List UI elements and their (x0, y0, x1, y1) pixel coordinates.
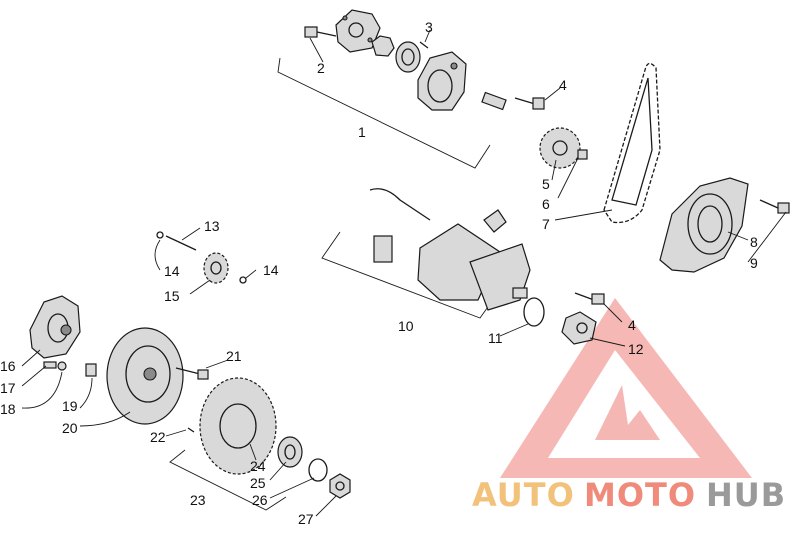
sprocket-5 (539, 127, 581, 169)
idler-gear-15 (203, 252, 229, 284)
pin-22 (187, 427, 195, 433)
callout-10: 10 (398, 318, 414, 334)
callout-21: 21 (226, 348, 242, 364)
callout-3: 3 (425, 19, 433, 35)
callout-7: 7 (542, 216, 550, 232)
bearing-25 (277, 436, 303, 468)
bolt-9 (759, 199, 790, 214)
clutch-12 (561, 311, 597, 345)
idler-shaft-13 (156, 231, 197, 251)
watermark-triangle-core (595, 385, 660, 440)
callout-16: 16 (0, 358, 16, 374)
nut-6 (577, 149, 588, 160)
cover-8 (659, 177, 749, 273)
callout-20: 20 (62, 420, 78, 436)
callout-24: 24 (250, 458, 266, 474)
bearing-ring (395, 41, 421, 73)
watermark-hub: HUB (706, 476, 786, 514)
callout-6: 6 (542, 196, 550, 212)
o-ring-11 (523, 297, 545, 327)
bracket-23 (169, 449, 287, 511)
drive-chain-7 (603, 62, 661, 224)
pin-3 (419, 41, 429, 49)
callout-15: 15 (164, 288, 180, 304)
callout-25: 25 (250, 475, 266, 491)
watermark-auto: AUTO (472, 476, 575, 514)
gear-hub (371, 35, 395, 57)
callout-17: 17 (0, 380, 16, 396)
cover-16 (29, 295, 81, 359)
callout-2: 2 (317, 60, 325, 76)
callout-5: 5 (542, 176, 550, 192)
callout-labels: 2 3 4 1 5 6 7 8 9 13 14 14 15 10 11 4 12… (0, 19, 758, 527)
bolt-4-top (514, 97, 545, 110)
watermark-logo (500, 298, 752, 478)
callout-1: 1 (358, 124, 366, 140)
callout-8: 8 (750, 234, 758, 250)
starter-motor-10 (369, 188, 531, 311)
callout-26: 26 (252, 492, 268, 508)
pin-18 (57, 361, 67, 371)
starter-gear-24 (199, 377, 277, 475)
callout-12: 12 (628, 341, 644, 357)
callout-19: 19 (62, 398, 78, 414)
bolt-21 (175, 367, 209, 380)
callout-11: 11 (488, 330, 503, 346)
callout-14-right: 14 (263, 262, 279, 278)
dowel-17 (43, 361, 57, 369)
bracket-1 (277, 57, 491, 169)
watermark-text: AUTO MOTO HUB (472, 476, 786, 514)
callout-18: 18 (0, 401, 16, 417)
reduction-housing (417, 51, 467, 111)
leader-lines (21, 29, 787, 517)
callout-23: 23 (190, 492, 206, 508)
bushing-19 (85, 363, 97, 377)
callout-4-lower: 4 (628, 317, 636, 333)
bolt-2 (304, 26, 337, 38)
flywheel-20 (106, 327, 184, 425)
watermark-triangle-inner (548, 350, 700, 458)
callout-22: 22 (150, 429, 166, 445)
mounting-plate (335, 9, 381, 53)
watermark-moto: MOTO (584, 476, 696, 514)
callout-4-top: 4 (559, 77, 567, 93)
callout-9: 9 (750, 255, 758, 271)
nut-27 (329, 473, 351, 499)
washer-14 (239, 276, 247, 284)
washer-26 (308, 458, 328, 482)
callout-27: 27 (298, 511, 314, 527)
bolt-4-lower (574, 292, 605, 305)
shaft (481, 91, 507, 111)
callout-14-left: 14 (164, 263, 180, 279)
callout-13: 13 (204, 218, 220, 234)
